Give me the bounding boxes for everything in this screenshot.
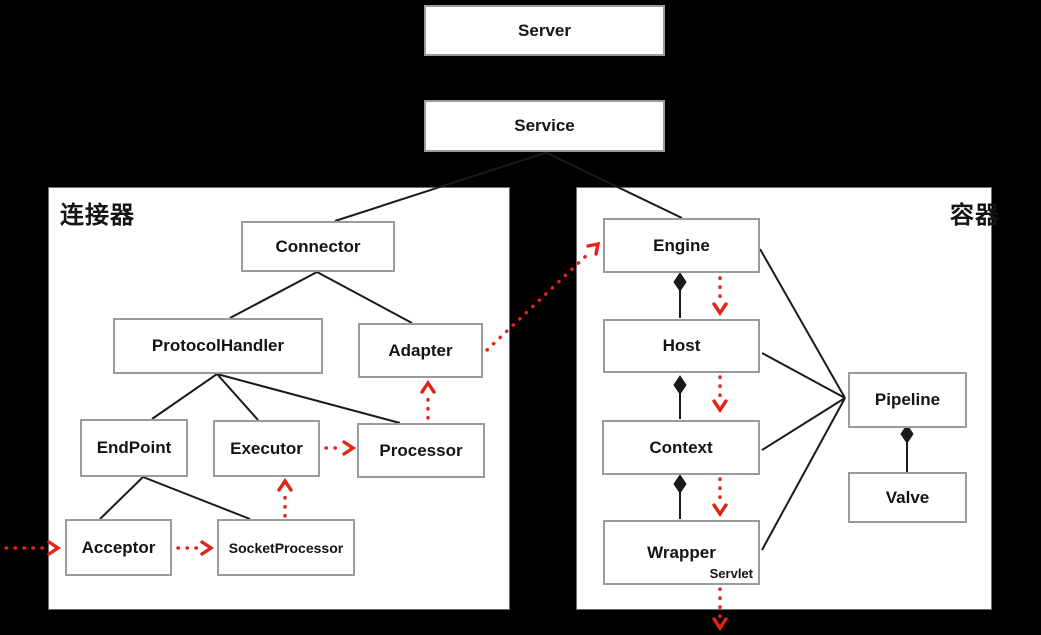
- node-wrapper-label: Wrapper: [647, 542, 716, 562]
- node-engine: Engine: [603, 218, 760, 273]
- node-context: Context: [602, 420, 760, 475]
- node-adapter: Adapter: [358, 323, 483, 378]
- node-socket-processor: SocketProcessor: [217, 519, 355, 576]
- node-pipeline: Pipeline: [848, 372, 967, 428]
- node-processor: Processor: [357, 423, 485, 478]
- node-connector: Connector: [241, 221, 395, 272]
- node-server: Server: [424, 5, 665, 56]
- node-endpoint: EndPoint: [80, 419, 188, 477]
- connector-panel-title: 连接器: [60, 202, 135, 229]
- node-host: Host: [603, 319, 760, 373]
- node-executor: Executor: [213, 420, 320, 477]
- node-servlet-label: Servlet: [709, 566, 753, 581]
- node-acceptor: Acceptor: [65, 519, 172, 576]
- node-wrapper: Wrapper Servlet: [603, 520, 760, 585]
- node-valve: Valve: [848, 472, 967, 523]
- node-service: Service: [424, 100, 665, 152]
- container-panel-title: 容器: [950, 202, 1000, 229]
- node-protocol-handler: ProtocolHandler: [113, 318, 323, 374]
